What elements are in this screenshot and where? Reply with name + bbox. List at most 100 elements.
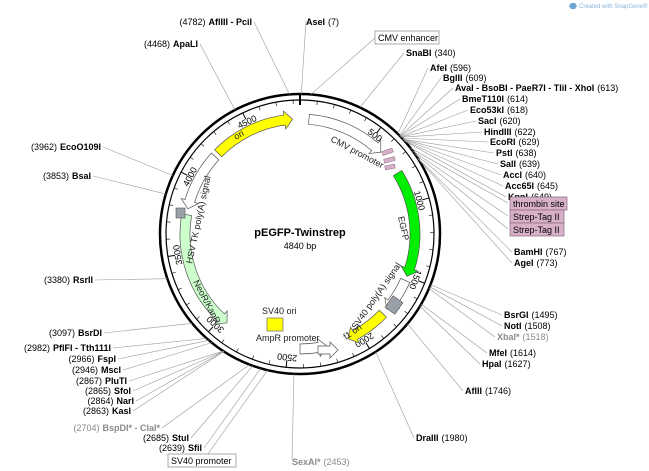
feature-label-egfp: EGFP [396,215,411,241]
connector-line [359,52,405,108]
tick-mark [236,348,239,353]
plasmid-name: pEGFP-Twinstrep [254,227,346,239]
tick-mark [417,280,425,284]
left-site-labels: (4782)AflIII - PciI (4468)ApaLI (3962)Ec… [24,17,350,467]
tick-mark [177,287,182,290]
connector-line [419,305,481,365]
site-label-sfoi: (2865)SfoI [85,386,131,396]
tick-mark [422,197,430,201]
site-label-acc65i: Acc65I(645) [505,181,558,191]
tick-mark [252,355,255,360]
connector-line [103,323,193,334]
backbone-outer-circle [158,92,442,376]
site-label-sfii: (2639)SfiI [159,443,202,453]
plasmid-size: 4840 bp [284,241,317,251]
neo-kan-arc [179,213,228,325]
connector-line [102,146,173,176]
site-label-xbai: XbaI*(1518) [497,332,549,342]
tick-mark [242,112,247,120]
connector-line [397,67,429,134]
connector-line [401,131,483,138]
connector-line [132,351,224,392]
site-label-bglii: BglII(609) [443,73,487,83]
tick-mark [258,106,261,111]
connector-line [410,147,509,204]
connector-line [92,175,166,195]
hsv-tk-polya-arc [180,152,220,210]
connector-line [417,158,513,264]
connector-line [112,338,207,349]
tick-mark [349,109,352,114]
thrombin-site-label: thrombin site [513,199,565,209]
connector-line [399,87,454,137]
tick-mark [381,335,384,339]
site-label-afei: AfeI(596) [430,63,471,73]
ori-arc [214,110,294,158]
tick-mark [268,360,271,365]
site-label-bspdi-clai: (2704)BspDI* - ClaI* [73,423,160,433]
site-label-bamhi: BamHI(767) [514,247,567,257]
f1-ori-arc [347,309,387,344]
connector-line [429,286,503,327]
watermark-text: Created with SnapGene® [579,3,648,10]
tick-mark [169,204,174,206]
strep-tag-label-1: Strep-Tag II [513,212,560,222]
connector-line [204,370,268,459]
connector-line [161,364,250,429]
connector-line [407,323,464,392]
feature-label-ampr-promoter: AmpR promoter [256,333,320,343]
connector-line [400,109,469,137]
connector-line [399,77,442,136]
sv40-promoter-box [167,453,237,468]
site-label-sali: SalI(639) [500,159,540,169]
tick-label: 2500 [277,351,298,363]
cmv-enhancer-label: CMV enhancer [378,33,438,43]
site-connector-lines [92,20,513,461]
connector-line [399,98,461,137]
tick-mark [336,358,339,363]
feature-label-ori: ori [232,128,246,142]
connector-line [94,278,168,281]
tick-mark [190,156,194,160]
feature-label-sv40-ori: SV40 ori [262,306,297,316]
connector-line [412,150,509,217]
connector-line [404,140,507,198]
tick-mark [167,254,175,257]
tick-mark [200,143,205,147]
tick-mark [333,104,335,109]
connector-line [128,350,224,382]
tick-mark [393,323,397,328]
tick-mark [275,102,277,107]
tick-mark [196,316,200,320]
site-label-sexai: SexAI*(2453) [292,457,350,467]
connector-line [403,139,495,154]
site-label-bsrdi: (3097)BsrDI [49,328,102,338]
site-label-kasi: (2863)KasI [83,406,131,416]
site-label-bsrgi: BsrGI(1495) [504,310,558,320]
boxed-feature-labels: CMV enhancer thrombin site Strep-Tag II … [167,30,568,468]
connector-line [428,288,496,338]
site-label-saci: SacI(620) [478,116,521,126]
connector-line [253,21,290,95]
tick-mark [404,310,408,314]
site-label-draiii: DraIII(1980) [416,433,468,443]
site-label-stui: (2685)StuI [143,433,189,443]
site-label-agei: AgeI(773) [514,258,558,268]
connector-line [402,137,489,143]
site-label-hpai: HpaI(1627) [482,359,531,369]
site-label-aflii: AflII(1746) [465,386,511,396]
tick-marks [166,100,434,368]
thrombin-marker [384,163,396,171]
site-label-afliii-pcii: (4782)AflIII - PciI [179,17,252,27]
site-label-apali: (4468)ApaLI [144,39,198,49]
site-label-eco53ki: Eco53kI(618) [470,105,528,115]
connector-line [430,284,503,316]
cmv-promoter-arc [308,113,382,154]
connector-line [375,351,415,439]
small-promoter-arrow [317,341,339,359]
strep-tag-marker-2 [383,156,396,164]
site-label-bsai: (3853)BsaI [43,171,91,181]
right-site-labels: AseI(7) SnaBI(340) AfeI(596) BglII(609) … [306,17,618,443]
tick-mark [365,342,370,349]
connector-line [403,139,502,176]
